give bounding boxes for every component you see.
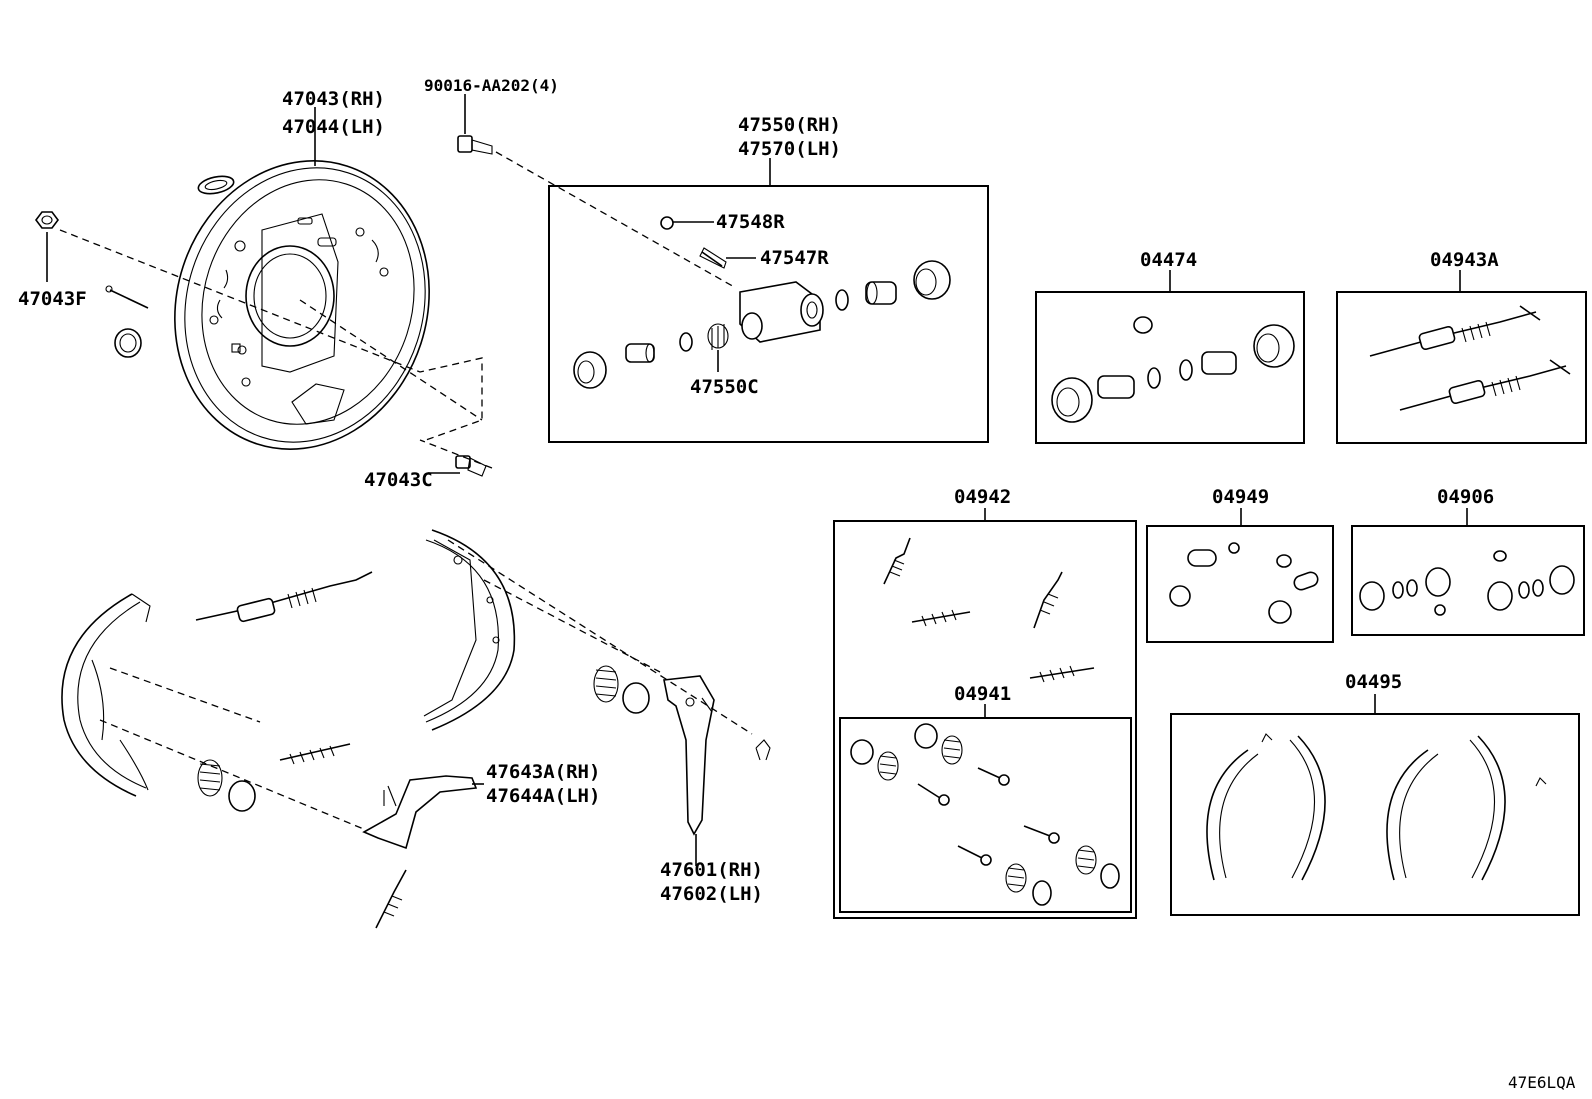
label-47547r: 47547R — [760, 247, 829, 269]
backing-plate-grommet — [197, 175, 235, 195]
label-47644a-lh: 47644A(LH) — [486, 785, 600, 807]
kit-04906-parts — [1359, 550, 1575, 616]
label-47602-lh: 47602(LH) — [660, 883, 763, 905]
label-47643a-rh: 47643A(RH) — [486, 761, 600, 783]
label-47043c: 47043C — [364, 469, 433, 491]
backing-plate — [174, 160, 430, 450]
kit-04474-parts — [1051, 316, 1295, 423]
label-90016: 90016-AA202(4) — [424, 76, 559, 95]
label-47043-rh: 47043(RH) — [282, 88, 385, 110]
kit-04941-box — [839, 717, 1132, 913]
kit-04943a-parts — [1369, 305, 1571, 411]
kit-04949-parts — [1169, 542, 1319, 624]
label-kit-04949: 04949 — [1212, 486, 1269, 508]
clip — [755, 739, 771, 761]
label-kit-04942: 04942 — [954, 486, 1011, 508]
pin — [105, 285, 149, 309]
spring-lower — [375, 869, 407, 929]
label-kit-04943a: 04943A — [1430, 249, 1499, 271]
return-spring — [279, 743, 351, 765]
kit-04941-parts — [850, 723, 1120, 906]
brake-shoe-left — [61, 593, 151, 797]
label-47043f: 47043F — [18, 288, 87, 310]
wheel-cylinder-box — [548, 185, 989, 443]
wheel-cylinder-components — [573, 216, 951, 389]
diagram-id: 47E6LQA — [1508, 1073, 1576, 1092]
nut-47043f — [35, 211, 59, 229]
plug — [114, 328, 142, 358]
kit-04495-box — [1170, 713, 1580, 916]
kit-04942-springs — [883, 537, 1095, 683]
kit-04906-box — [1351, 525, 1585, 636]
label-kit-04941: 04941 — [954, 683, 1011, 705]
kit-04495-shoes — [1206, 733, 1547, 881]
hold-down-right — [593, 665, 650, 714]
brake-shoe-right — [423, 529, 516, 731]
parking-lever-47601 — [663, 675, 715, 836]
label-47550-rh: 47550(RH) — [738, 114, 841, 136]
label-47044-lh: 47044(LH) — [282, 116, 385, 138]
hold-down-left — [197, 759, 256, 812]
kit-04943a-box — [1336, 291, 1587, 444]
adjuster-assembly — [195, 571, 373, 623]
label-kit-04906: 04906 — [1437, 486, 1494, 508]
label-47601-rh: 47601(RH) — [660, 859, 763, 881]
bolt-47043c — [455, 455, 487, 477]
label-47548r: 47548R — [716, 211, 785, 233]
kit-04949-box — [1146, 525, 1334, 643]
label-47550c: 47550C — [690, 376, 759, 398]
bolt-90016 — [457, 135, 493, 155]
label-47570-lh: 47570(LH) — [738, 138, 841, 160]
label-kit-04474: 04474 — [1140, 249, 1197, 271]
label-kit-04495: 04495 — [1345, 671, 1402, 693]
lever-47643a — [362, 775, 478, 850]
